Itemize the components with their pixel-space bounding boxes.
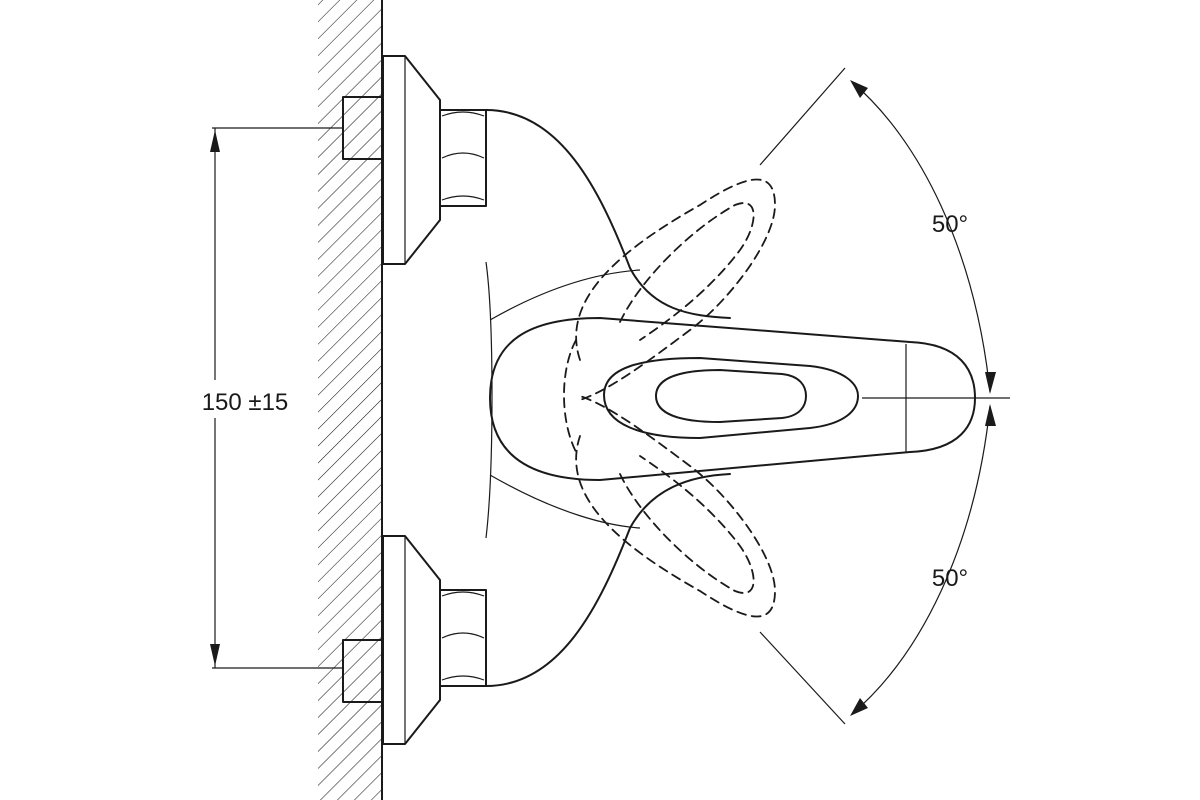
- angle-upper-label: 50°: [932, 211, 968, 238]
- lower-escutcheon: [382, 535, 441, 745]
- upper-escutcheon: [382, 55, 441, 265]
- lever-upper-position-inner: [619, 202, 755, 341]
- lever-lower-position: [575, 395, 776, 618]
- body-lower-contour: [485, 473, 731, 687]
- lower-hex-nut: [439, 589, 487, 687]
- upper-nut-facet: [441, 152, 485, 159]
- lower-nut-chamfer: [441, 591, 485, 681]
- dim-arrow-top: [210, 130, 220, 152]
- angle-lower-arrow-end: [850, 698, 868, 716]
- lever-grip: [655, 369, 807, 423]
- dim-arrow-bottom: [210, 644, 220, 666]
- angle-upper-arrow-start: [850, 80, 868, 98]
- lever-swing-positions: [563, 178, 776, 618]
- angle-upper-arc: [851, 81, 991, 393]
- dimension-label: 150 ±15: [202, 389, 289, 416]
- upper-nut-chamfer: [441, 111, 485, 201]
- angle-lower-arc: [851, 405, 991, 715]
- body-upper-contour: [485, 109, 731, 319]
- spacing-dimension: 150 ±15: [202, 127, 343, 669]
- body-front-plate: [485, 261, 493, 539]
- lower-connector: [342, 535, 487, 745]
- lever-inner-outline: [603, 357, 859, 439]
- angle-lower-label: 50°: [932, 565, 968, 592]
- angle-upper-extension: [759, 67, 846, 166]
- lever-lower-position-inner: [619, 455, 755, 594]
- lever-handle: [489, 317, 1010, 481]
- wall-hatch: [318, 0, 382, 800]
- mixer-body: [485, 109, 731, 687]
- lever-pivot-arc: [563, 339, 577, 453]
- angle-upper-arrow-end: [985, 372, 996, 394]
- wall: [318, 0, 383, 800]
- angle-dimension: 50° 50°: [759, 67, 996, 725]
- upper-hex-nut: [439, 109, 487, 207]
- angle-lower-arrow-start: [985, 404, 996, 426]
- lower-nut-facet: [441, 632, 485, 639]
- lever-outline: [489, 317, 976, 481]
- body-cartridge-outline: [489, 269, 641, 529]
- angle-lower-extension: [759, 631, 846, 725]
- lever-upper-position: [575, 178, 776, 401]
